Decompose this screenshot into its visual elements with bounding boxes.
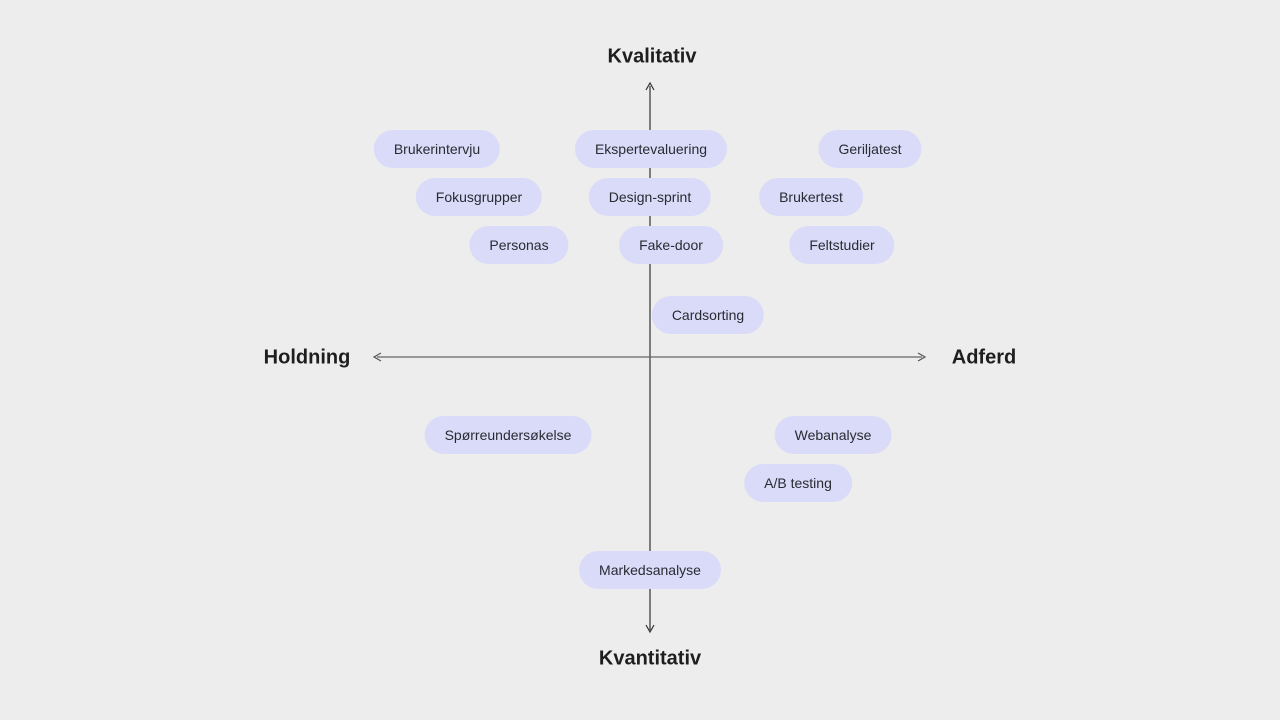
axis-label-top: Kvalitativ	[607, 45, 697, 68]
method-feltstudier: Feltstudier	[789, 226, 895, 264]
method-ekspertevaluering: Ekspertevaluering	[574, 130, 728, 168]
method-fake-door: Fake-door	[619, 226, 723, 264]
method-ab-testing: A/B testing	[744, 464, 852, 502]
method-brukerintervju: Brukerintervju	[373, 130, 501, 168]
method-cardsorting: Cardsorting	[651, 296, 765, 334]
method-webanalyse: Webanalyse	[774, 416, 892, 454]
method-markedsanalyse: Markedsanalyse	[579, 551, 721, 589]
arrow-right-icon	[917, 352, 927, 362]
arrow-down-icon	[645, 624, 655, 634]
method-sporreundersokelse: Spørreundersøkelse	[424, 416, 592, 454]
arrow-up-icon	[645, 81, 655, 91]
axis-label-right: Adferd	[951, 346, 1017, 369]
method-brukertest: Brukertest	[759, 178, 863, 216]
method-fokusgrupper: Fokusgrupper	[415, 178, 543, 216]
method-design-sprint: Design-sprint	[588, 178, 712, 216]
arrow-left-icon	[372, 352, 382, 362]
axis-label-left: Holdning	[263, 346, 351, 369]
method-personas: Personas	[469, 226, 569, 264]
axis-label-bottom: Kvantitativ	[598, 647, 702, 670]
method-geriljatest: Geriljatest	[818, 130, 922, 168]
